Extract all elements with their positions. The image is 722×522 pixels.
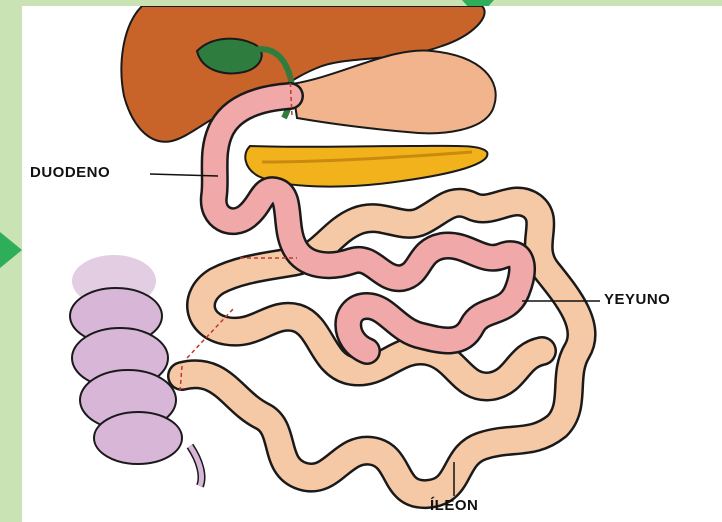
label-yeyuno: YEYUNO <box>604 291 670 308</box>
label-duodeno: DUODENO <box>30 164 110 181</box>
side-arrow-left <box>0 232 22 268</box>
label-ileon: ÍLEON <box>430 497 478 514</box>
digestive-illustration <box>22 6 722 522</box>
diagram-panel: DUODENO YEYUNO ÍLEON <box>22 6 722 522</box>
